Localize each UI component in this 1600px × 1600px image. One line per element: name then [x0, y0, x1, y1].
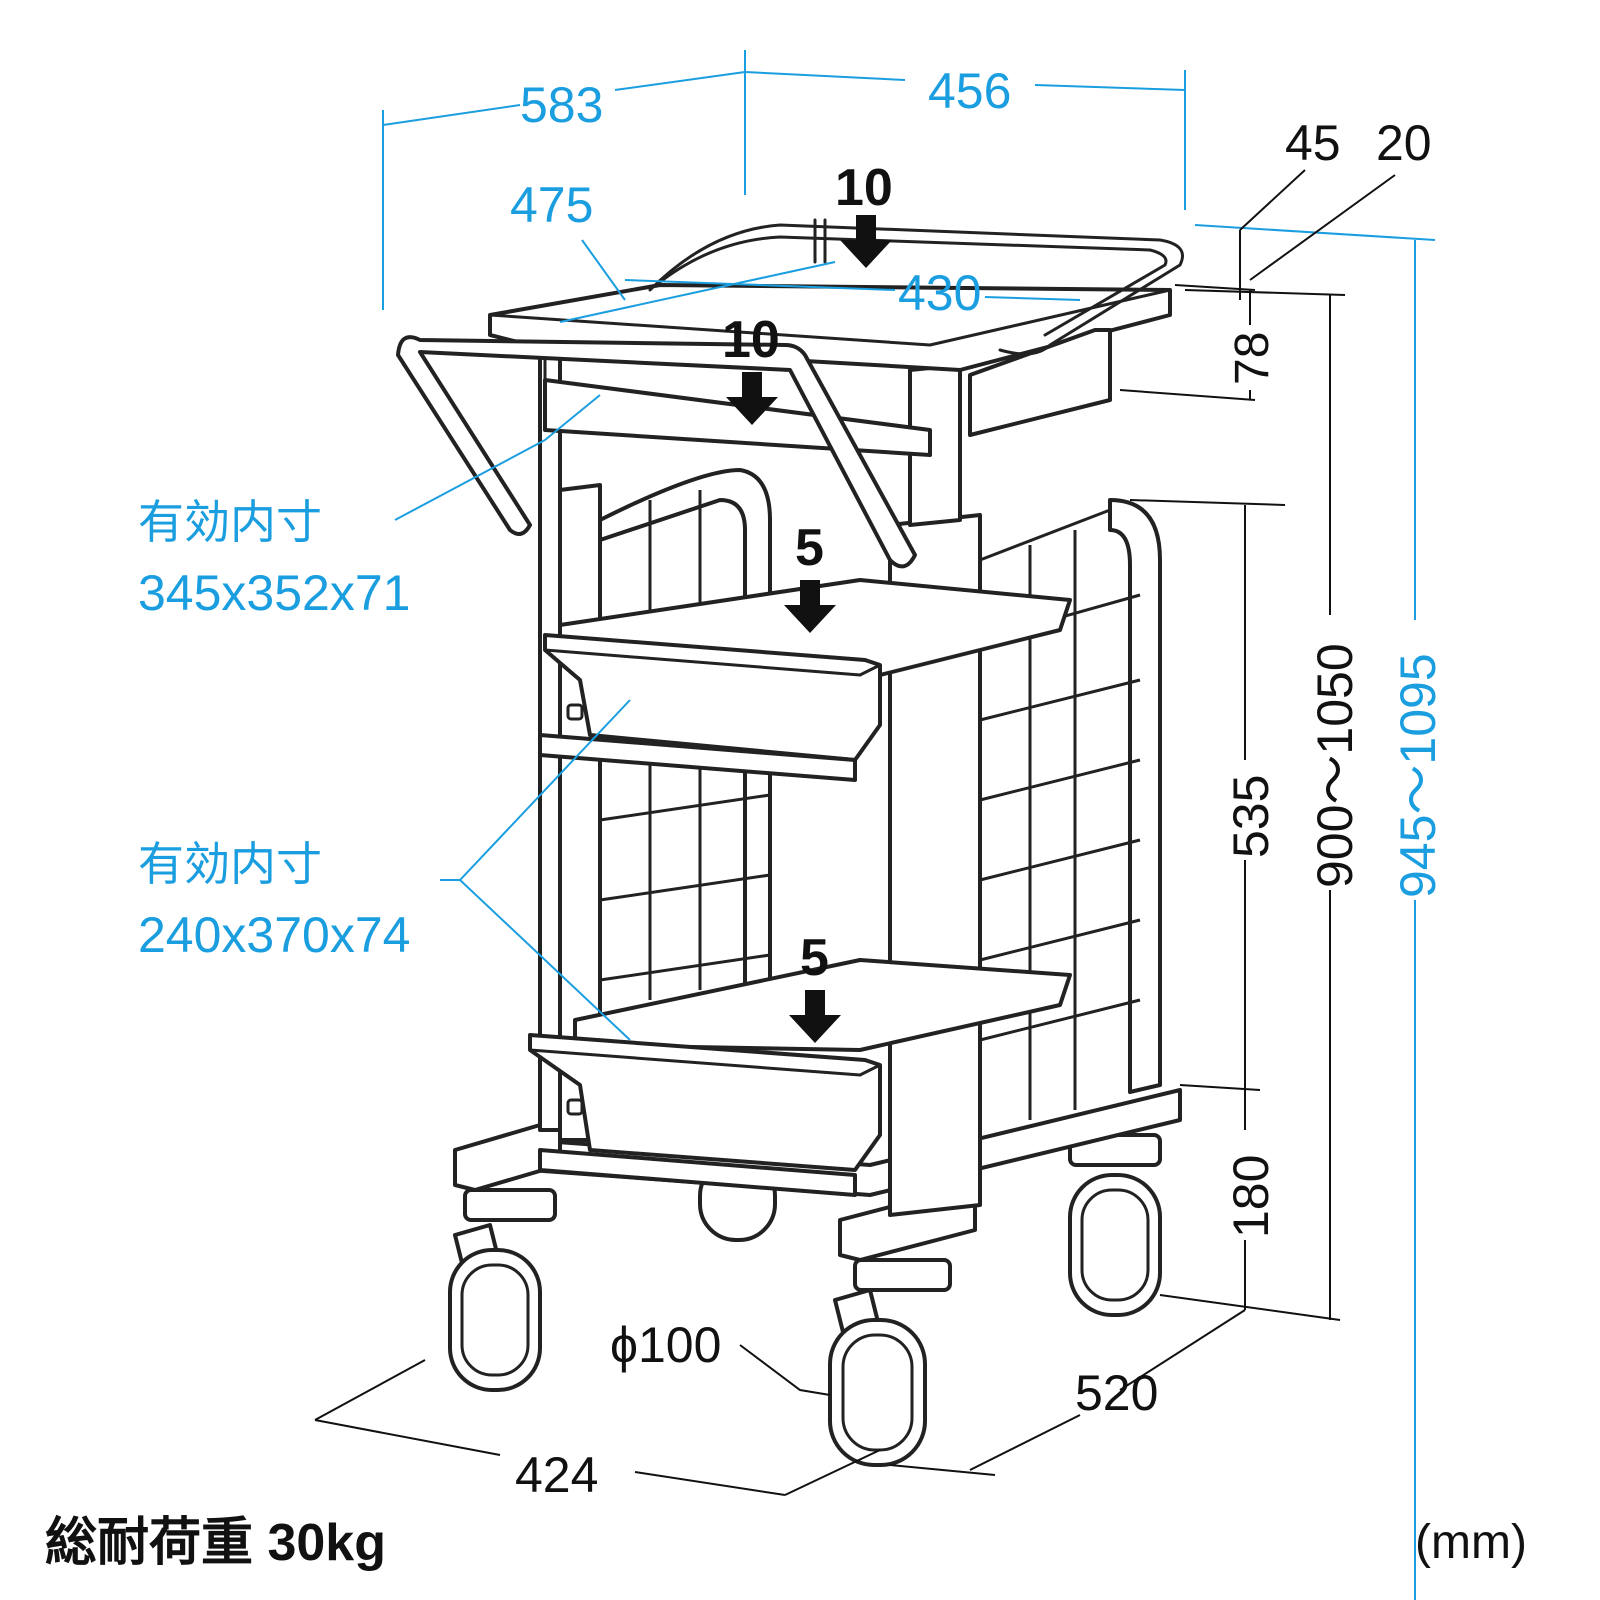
dim-top-depth: 475: [510, 177, 593, 233]
unit-label: (mm): [1415, 1516, 1527, 1569]
arrow-top-shelf: [840, 215, 892, 268]
dimension-lines: [314, 50, 1436, 1600]
dim-rail-height-b: 20: [1376, 115, 1432, 171]
wire-grid-left: [598, 468, 772, 1012]
caster-front-left: [448, 1188, 557, 1392]
dim-height-middle: 535: [1223, 775, 1279, 858]
dim-base-width: 424: [515, 1447, 598, 1503]
load-upper-tray: 5: [795, 519, 824, 577]
inner-size-upper-label: 有効内寸: [138, 496, 322, 548]
caster-front-right: [828, 1258, 952, 1467]
inner-size-labels: 有効内寸 345x352x71 有効内寸 240x370x74: [138, 496, 410, 963]
arrow-upper-tray: [784, 580, 836, 633]
load-labels: 10 10 5 5: [722, 159, 893, 987]
load-lower-tray: 5: [800, 929, 829, 987]
dimension-labels: 583 456 475 430 45 20 78 535 900～1050 94…: [510, 63, 1446, 1503]
wire-grid-right: [979, 498, 1162, 1120]
dim-base-depth: 520: [1075, 1365, 1158, 1421]
dim-top-width-outer: 583: [520, 77, 603, 133]
dim-top-inner-width: 430: [898, 265, 981, 321]
total-load-label: 総耐荷重 30kg: [45, 1514, 386, 1572]
arrow-under-shelf: [726, 372, 778, 425]
upper-tray: [538, 578, 1072, 782]
cart-illustration: [396, 218, 1184, 1467]
dim-bottom-clearance: 180: [1223, 1155, 1279, 1238]
push-handle: [396, 335, 917, 569]
dim-caster-diameter: ϕ100: [610, 1317, 721, 1373]
lower-tray: [528, 958, 1072, 1197]
caster-rear-right: [1068, 1133, 1162, 1317]
inner-size-upper-value: 345x352x71: [138, 565, 410, 621]
dim-rail-height-a: 45: [1285, 115, 1341, 171]
load-under-shelf: 10: [722, 311, 780, 369]
dim-height-total: 945～1095: [1390, 653, 1446, 898]
footer: 総耐荷重 30kg (mm): [45, 1514, 1527, 1572]
inner-size-lower-label: 有効内寸: [138, 838, 322, 890]
load-top-shelf: 10: [835, 159, 893, 217]
arrow-lower-tray: [789, 990, 841, 1043]
dim-top-width: 456: [928, 63, 1011, 119]
load-arrows: [726, 215, 892, 1043]
dim-height-adjust: 900～1050: [1307, 643, 1363, 888]
dim-top-thickness: 78: [1226, 332, 1279, 385]
inner-size-lower-value: 240x370x74: [138, 907, 410, 963]
